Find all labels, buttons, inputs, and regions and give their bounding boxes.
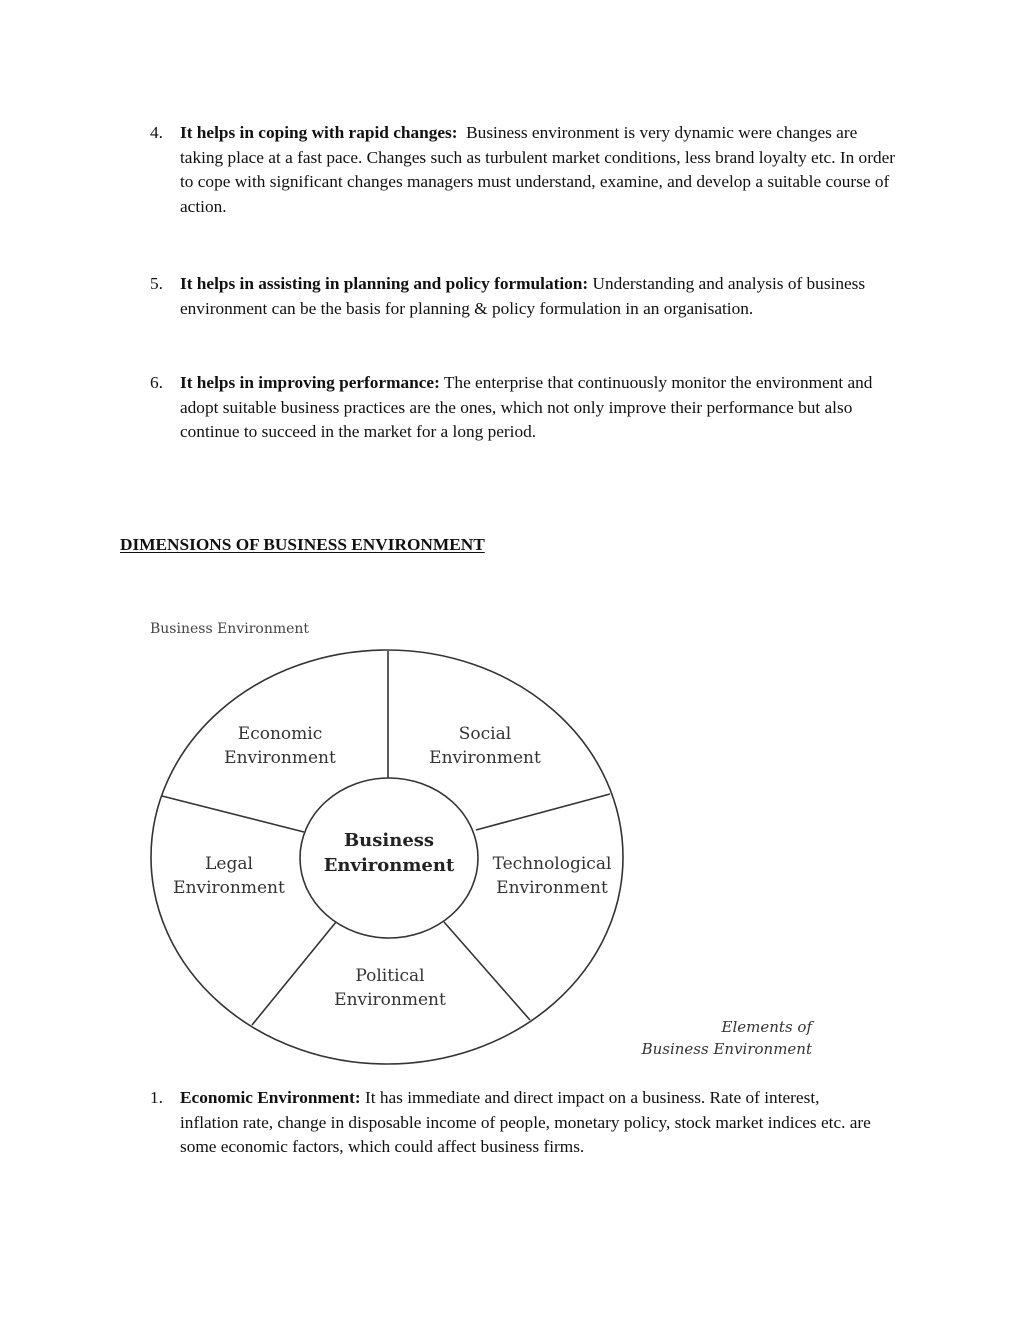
list-item-lead: Economic Environment: [180,1088,361,1107]
center-business-environment: Business Environment [309,828,469,878]
caption-line: Elements of [721,1018,812,1036]
segment-label-line: Environment [173,878,285,898]
segment-technological: Technological Environment [478,852,626,900]
segment-legal: Legal Environment [155,852,303,900]
list-item-text: The enterprise that continuously monitor… [180,373,873,442]
segment-label-line: Technological [492,854,612,874]
diagram-title: Business Environment [150,621,310,637]
center-label-line: Environment [323,855,455,876]
list-item-lead: It helps in assisting in planning and po… [180,274,589,293]
list-item-economic-environment: 1. Economic Environment: It has immediat… [150,1086,910,1160]
segment-economic: Economic Environment [205,722,355,770]
list-number: 4. [150,123,163,142]
list-item-6: 6. It helps in improving performance: Th… [150,371,910,445]
segment-label-line: Environment [334,990,446,1010]
segment-label-line: Legal [205,854,253,874]
list-item-lead: It helps in coping with rapid changes: [180,123,458,142]
list-number: 6. [150,373,163,392]
segment-political: Political Environment [315,964,465,1012]
list-number: 1. [150,1088,163,1107]
segment-social: Social Environment [410,722,560,770]
segment-label-line: Environment [429,748,541,768]
list-item-text: Business environment is very dynamic wer… [180,123,896,216]
list-item-text: It has immediate and direct impact on a … [180,1088,871,1157]
diagram-caption: Elements of Business Environment [600,1016,812,1060]
list-item-5: 5. It helps in assisting in planning and… [150,272,910,321]
segment-label-line: Political [355,966,425,986]
caption-line: Business Environment [641,1040,812,1058]
center-label-line: Business [343,830,435,851]
segment-label-line: Environment [224,748,336,768]
list-item-4: 4. It helps in coping with rapid changes… [150,121,910,219]
segment-label-line: Economic [237,724,323,744]
segment-label-line: Environment [496,878,608,898]
section-heading: DIMENSIONS OF BUSINESS ENVIRONMENT [120,535,485,554]
list-item-text: Understanding and analysis of business e… [180,274,866,318]
list-number: 5. [150,274,163,293]
segment-label-line: Social [458,724,512,744]
list-item-lead: It helps in improving performance: [180,373,440,392]
